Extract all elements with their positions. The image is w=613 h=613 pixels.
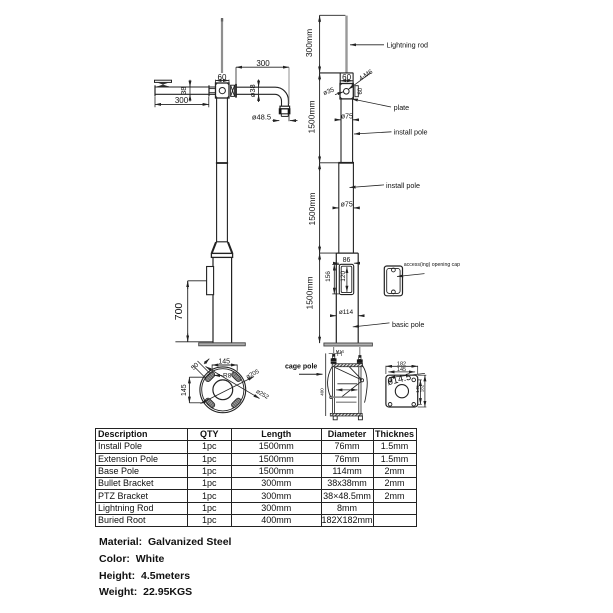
svg-text:300: 300	[256, 59, 270, 68]
svg-text:cage pole: cage pole	[285, 364, 317, 371]
svg-text:ø205: ø205	[245, 369, 260, 381]
svg-text:R8: R8	[223, 373, 232, 380]
svg-text:1500mm: 1500mm	[307, 192, 317, 225]
svg-text:ø252: ø252	[255, 389, 270, 401]
svg-text:ø75: ø75	[341, 113, 353, 120]
svg-text:M14: M14	[336, 349, 345, 354]
svg-text:156: 156	[325, 271, 332, 282]
svg-text:install pole: install pole	[394, 128, 428, 137]
svg-text:120: 120	[340, 270, 347, 281]
svg-text:400: 400	[320, 388, 325, 396]
svg-text:50: 50	[190, 361, 200, 371]
svg-text:182: 182	[420, 384, 425, 392]
svg-text:145: 145	[218, 359, 230, 366]
svg-text:plate: plate	[394, 103, 410, 112]
svg-text:1500mm: 1500mm	[307, 100, 317, 133]
svg-text:700: 700	[173, 303, 185, 321]
svg-text:86: 86	[343, 257, 351, 264]
svg-text:basic pole: basic pole	[392, 320, 424, 329]
svg-text:145: 145	[397, 367, 406, 373]
svg-text:300: 300	[175, 96, 189, 105]
svg-text:145: 145	[415, 385, 420, 393]
svg-text:1500mm: 1500mm	[305, 276, 315, 309]
svg-text:ø48.5: ø48.5	[252, 113, 271, 122]
svg-text:ø75: ø75	[341, 202, 353, 209]
svg-text:182: 182	[397, 361, 406, 367]
svg-text:300mm: 300mm	[304, 29, 314, 57]
svg-text:access(ing) opening cap: access(ing) opening cap	[404, 262, 460, 268]
svg-text:145: 145	[181, 384, 188, 396]
svg-text:4-M6: 4-M6	[358, 68, 375, 82]
svg-text:38: 38	[179, 87, 188, 95]
svg-text:ø35: ø35	[322, 86, 335, 97]
svg-text:ø114: ø114	[339, 309, 354, 316]
svg-text:Lightning rod: Lightning rod	[387, 41, 429, 50]
svg-text:60: 60	[218, 73, 227, 82]
svg-text:60: 60	[358, 87, 364, 94]
svg-text:60: 60	[342, 73, 351, 82]
svg-text:ø38: ø38	[248, 84, 257, 97]
svg-text:install pole: install pole	[386, 181, 420, 190]
